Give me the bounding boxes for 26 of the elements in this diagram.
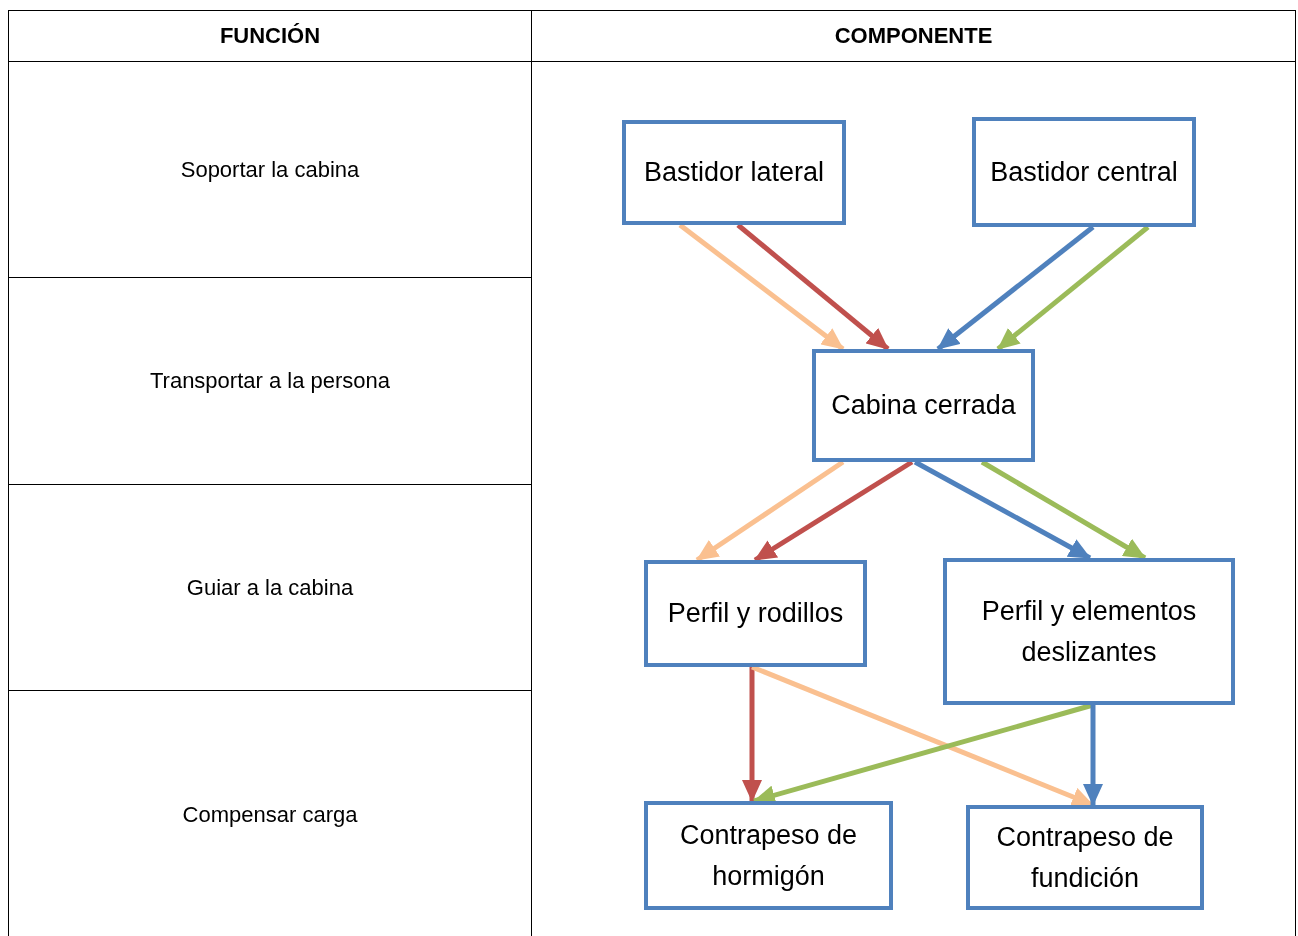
component-box bbox=[644, 560, 867, 667]
component-name: Cabina cerrada bbox=[831, 389, 1016, 423]
component-name: Contrapeso de fundición bbox=[995, 821, 1175, 895]
function-text: Guiar a la cabina bbox=[186, 574, 354, 601]
component-name: Bastidor central bbox=[990, 155, 1178, 189]
component-box bbox=[972, 117, 1196, 227]
arrow bbox=[936, 225, 1095, 351]
component-name: Perfil y elementos deslizantes bbox=[980, 595, 1198, 669]
column-header: COMPONENTE bbox=[834, 23, 993, 49]
component-name: Contrapeso de hormigón bbox=[678, 819, 859, 893]
arrow bbox=[1083, 705, 1103, 806]
function-text: Compensar carga bbox=[182, 802, 358, 828]
function-text: Transportar a la persona bbox=[149, 368, 391, 394]
arrow bbox=[742, 667, 762, 802]
component-box bbox=[644, 801, 893, 910]
column-header: FUNCIÓN bbox=[219, 23, 321, 49]
component-name: Bastidor lateral bbox=[643, 156, 825, 190]
component-box bbox=[966, 805, 1204, 910]
function-text: Soportar la cabina bbox=[180, 156, 360, 183]
component-box bbox=[622, 120, 846, 225]
arrow bbox=[736, 223, 890, 351]
component-name: Perfil y rodillos bbox=[667, 597, 844, 631]
arrow bbox=[996, 225, 1150, 351]
arrow bbox=[678, 223, 845, 351]
component-box bbox=[943, 558, 1235, 705]
component-box bbox=[812, 349, 1035, 462]
